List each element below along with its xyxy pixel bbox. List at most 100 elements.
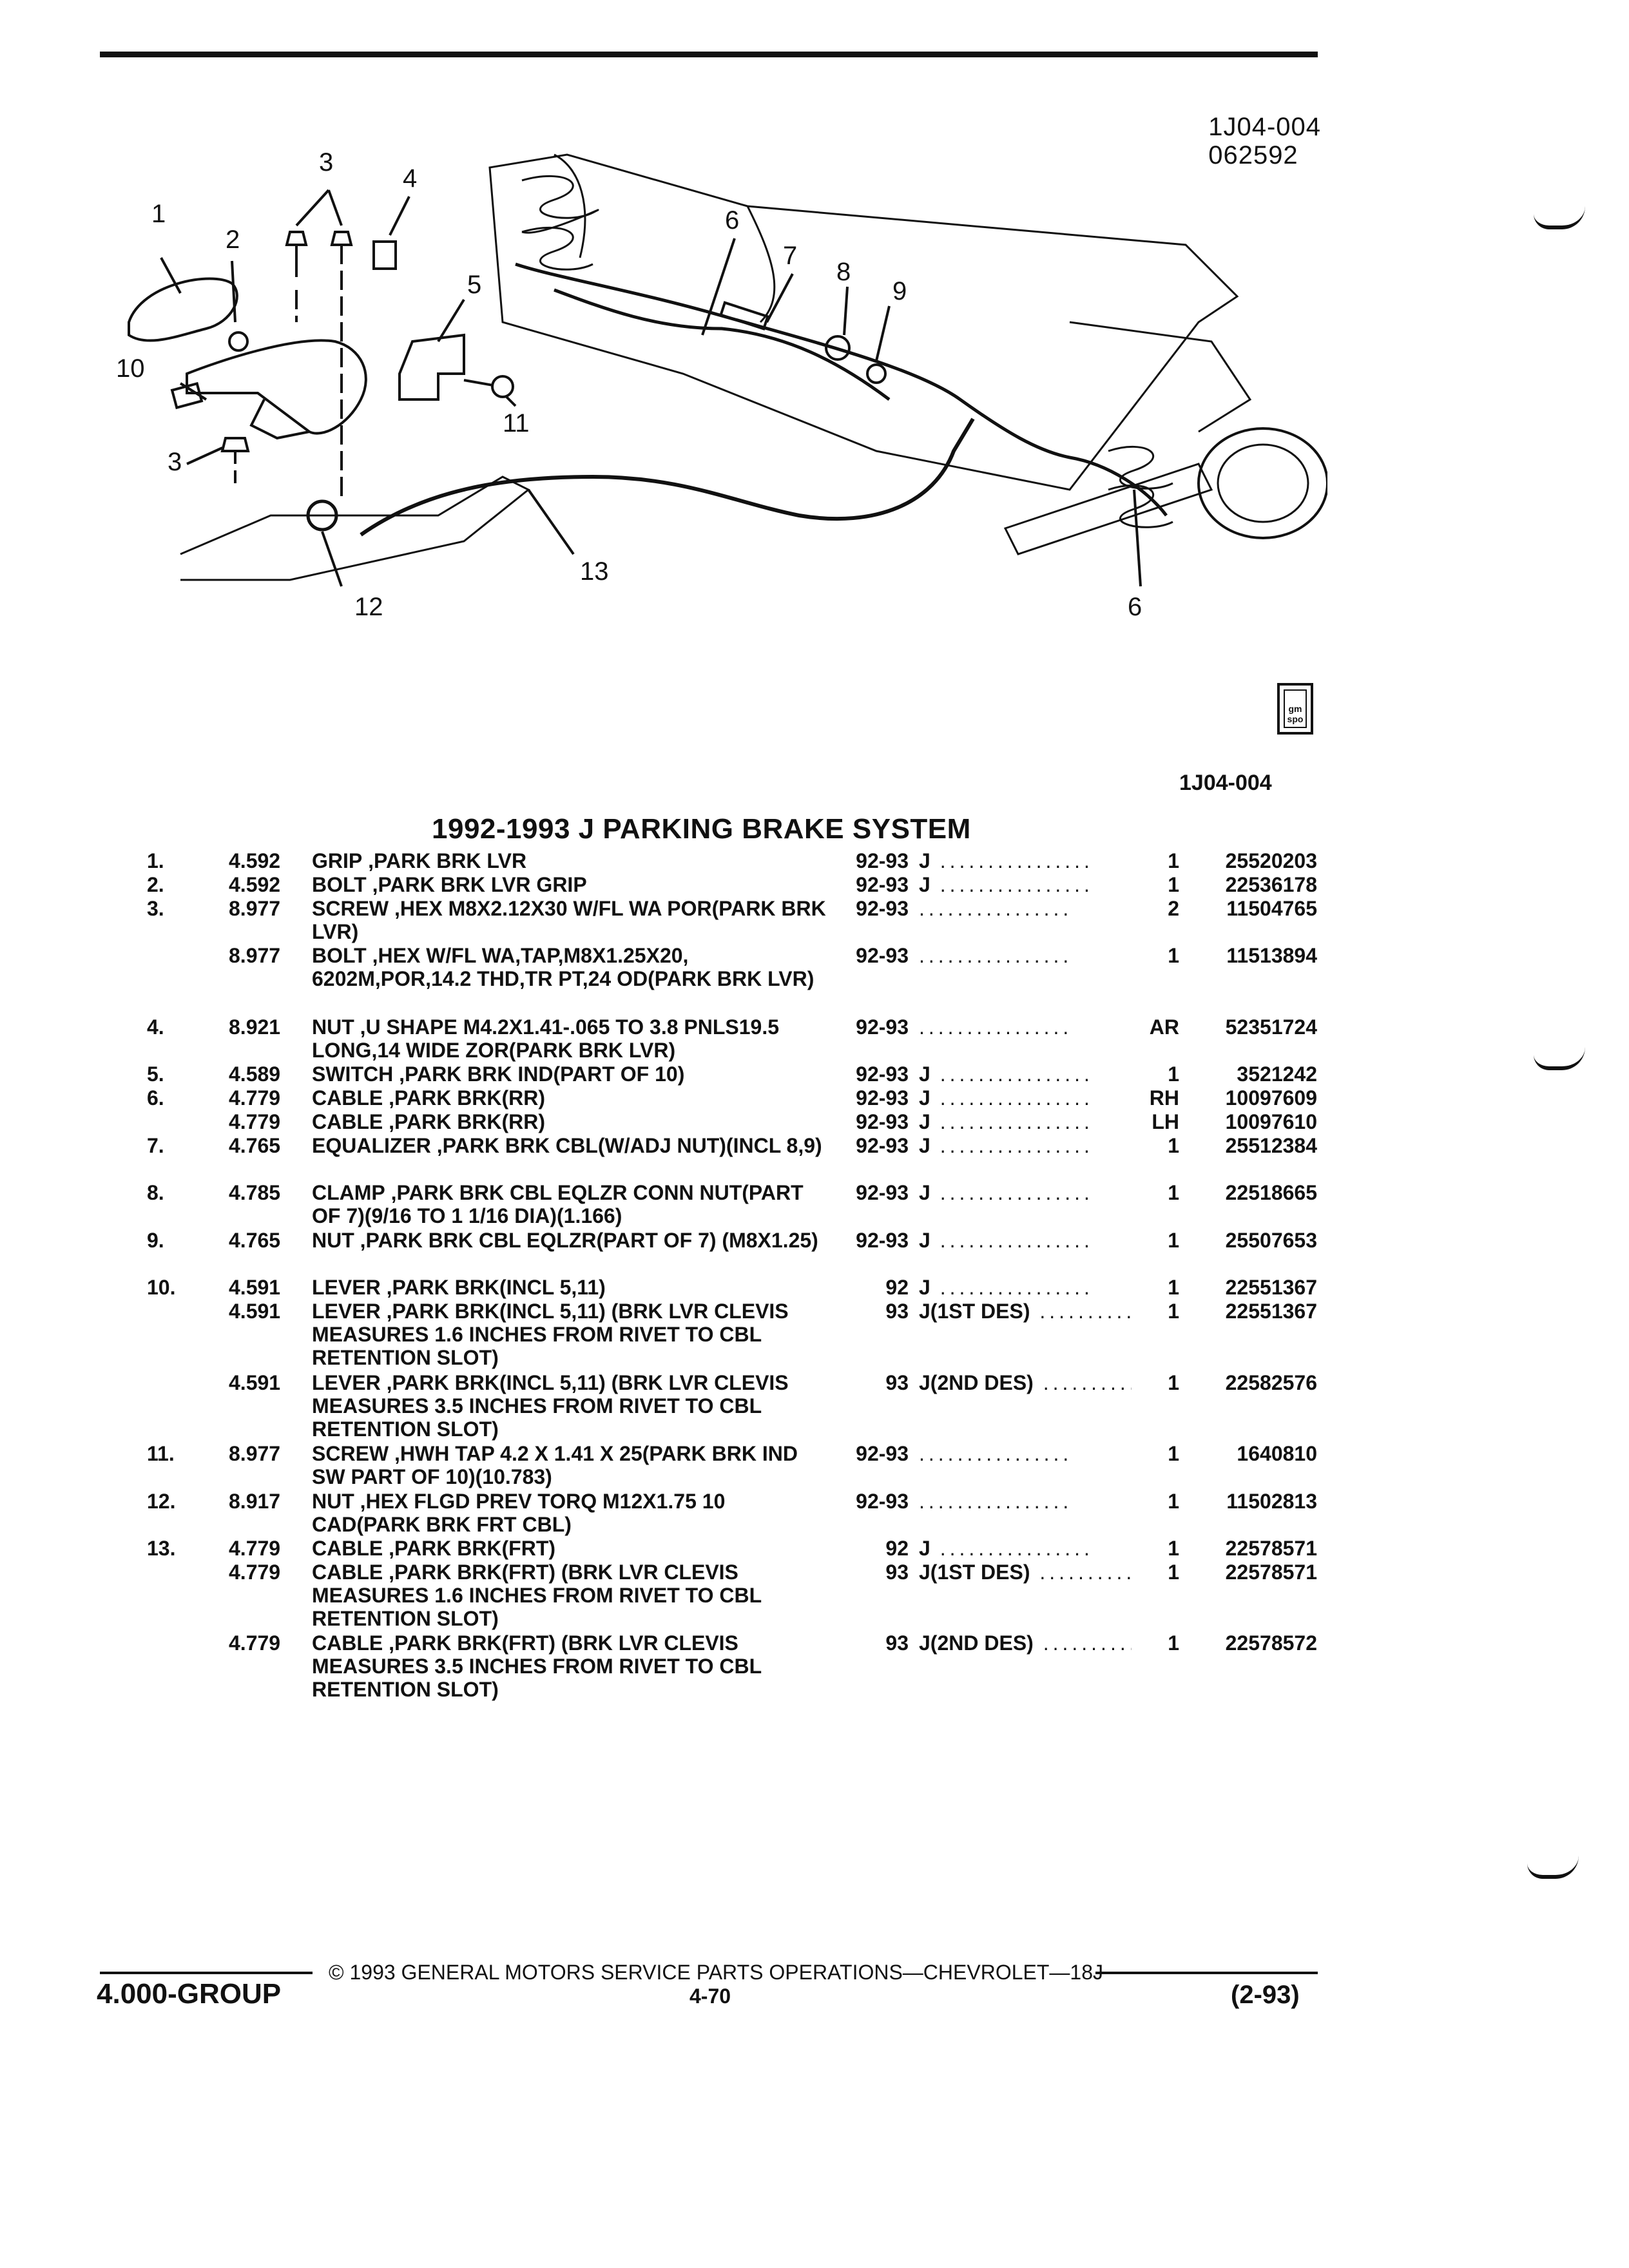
series-text: J	[919, 1276, 930, 1300]
model-years: 92-93	[856, 1062, 909, 1086]
part-description: CABLE ,PARK BRK(FRT) (BRK LVR CLEVIS MEA…	[312, 1561, 834, 1630]
part-description: BOLT ,HEX W/FL WA,TAP,M8X1.25X20, 6202M,…	[312, 944, 834, 990]
series-code: J(1ST DES) ................	[919, 1561, 1132, 1584]
part-description: BOLT ,PARK BRK LVR GRIP	[312, 873, 834, 896]
dot-leader: ................	[930, 872, 1094, 896]
part-description: CABLE ,PARK BRK(RR)	[312, 1110, 834, 1133]
dot-leader: ................	[919, 1442, 1073, 1465]
quantity: LH	[1152, 1110, 1179, 1133]
model-years: 92	[885, 1276, 909, 1300]
quantity: 1	[1168, 1489, 1179, 1513]
part-description: SCREW ,HEX M8X2.12X30 W/FL WA POR(PARK B…	[312, 897, 834, 943]
item-number: 2.	[147, 872, 164, 896]
footer-copyright: © 1993 GENERAL MOTORS SERVICE PARTS OPER…	[329, 1961, 1103, 1984]
part-detail: ,PARK BRK CBL(W/ADJ NUT)(INCL 8,9)	[430, 1133, 822, 1157]
series-text: J	[919, 1133, 930, 1157]
callout-3: 3	[319, 148, 333, 177]
part-description: SWITCH ,PARK BRK IND(PART OF 10)	[312, 1062, 834, 1086]
quantity: 1	[1168, 1631, 1179, 1655]
part-detail: ,HWH TAP 4.2 X 1.41 X 25(PARK BRK IND SW…	[312, 1442, 798, 1488]
series-code: J(2ND DES) ................	[919, 1371, 1132, 1394]
part-name: SCREW	[312, 896, 389, 920]
item-number: 13.	[147, 1537, 176, 1561]
part-detail: ,PARK BRK(FRT)	[383, 1537, 556, 1561]
group-number: 4.779	[229, 1086, 281, 1110]
quantity: RH	[1149, 1086, 1179, 1110]
callout-8: 8	[836, 258, 851, 286]
part-detail: ,U SHAPE M4.2X1.41-.065 TO 3.8 PNLS19.5 …	[312, 1015, 780, 1062]
series-code: ................	[919, 897, 1132, 920]
dot-leader: ................	[919, 944, 1073, 968]
series-text: J	[919, 849, 930, 872]
callout-5: 5	[467, 271, 481, 299]
part-name: NUT	[312, 1489, 354, 1513]
dot-leader: ................	[1043, 1631, 1132, 1655]
model-years: 93	[885, 1631, 909, 1655]
dot-leader: ................	[1039, 1300, 1132, 1323]
part-name: LEVER	[312, 1300, 381, 1323]
model-years: 92-93	[856, 872, 909, 896]
part-name: NUT	[312, 1228, 354, 1252]
callout-3-lower: 3	[168, 448, 182, 476]
footer-date: (2-93)	[1231, 1981, 1300, 2009]
item-number: 4.	[147, 1015, 164, 1039]
group-number: 4.779	[229, 1537, 281, 1561]
part-detail: ,PARK BRK(RR)	[383, 1086, 546, 1110]
part-number: 52351724	[1225, 1015, 1317, 1039]
series-text: J	[919, 1086, 930, 1110]
dot-leader: ................	[930, 1110, 1094, 1133]
series-code: J ................	[919, 1229, 1132, 1252]
item-number: 3.	[147, 896, 164, 920]
part-name: CABLE	[312, 1086, 383, 1110]
footer-group: 4.000-GROUP	[97, 1978, 282, 2010]
part-detail: ,HEX M8X2.12X30 W/FL WA POR(PARK BRK LVR…	[312, 896, 826, 943]
group-number: 8.921	[229, 1015, 281, 1039]
group-number: 8.977	[229, 944, 281, 968]
part-detail: ,PARK BRK(FRT) (BRK LVR CLEVIS MEASURES …	[312, 1561, 762, 1630]
callout-6-lower: 6	[1128, 593, 1142, 621]
part-description: EQUALIZER ,PARK BRK CBL(W/ADJ NUT)(INCL …	[312, 1134, 834, 1157]
part-detail: ,PARK BRK CBL EQLZR(PART OF 7) (M8X1.25)	[354, 1228, 818, 1252]
part-number: 10097609	[1225, 1086, 1317, 1110]
item-number: 1.	[147, 849, 164, 872]
series-code: J ................	[919, 1134, 1132, 1157]
group-number: 8.977	[229, 896, 281, 920]
series-text: J(2ND DES)	[919, 1370, 1034, 1394]
part-description: NUT ,HEX FLGD PREV TORQ M12X1.75 10 CAD(…	[312, 1490, 834, 1536]
series-text: J	[919, 1110, 930, 1133]
part-detail: ,PARK BRK LVR GRIP	[366, 872, 587, 896]
part-number: 25507653	[1225, 1228, 1317, 1252]
part-name: LEVER	[312, 1370, 381, 1394]
dot-leader: ................	[1043, 1370, 1132, 1394]
series-code: J ................	[919, 1086, 1132, 1110]
model-years: 92-93	[856, 896, 909, 920]
callout-11: 11	[503, 409, 530, 437]
group-number: 4.592	[229, 872, 281, 896]
series-code: J ................	[919, 849, 1132, 872]
model-years: 92-93	[856, 944, 909, 968]
quantity: 1	[1168, 1442, 1179, 1465]
series-text: J	[919, 1537, 930, 1561]
dot-leader: ................	[1039, 1561, 1132, 1584]
part-name: BOLT	[312, 944, 367, 968]
quantity: 1	[1168, 1300, 1179, 1323]
part-name: CABLE	[312, 1631, 383, 1655]
item-number: 8.	[147, 1181, 164, 1205]
item-number: 12.	[147, 1489, 176, 1513]
series-text: J(1ST DES)	[919, 1561, 1030, 1584]
quantity: 1	[1168, 1062, 1179, 1086]
group-number: 8.917	[229, 1489, 281, 1513]
part-number: 11504765	[1226, 896, 1317, 920]
quantity: 1	[1168, 1228, 1179, 1252]
part-detail: ,PARK BRK CBL EQLZR CONN NUT(PART OF 7)(…	[312, 1181, 804, 1228]
quantity: 1	[1168, 944, 1179, 968]
scan-mark	[1534, 206, 1585, 229]
series-text: J	[919, 1228, 930, 1252]
callout-6: 6	[725, 206, 739, 235]
series-code: J(1ST DES) ................	[919, 1300, 1132, 1323]
model-years: 92-93	[856, 1110, 909, 1133]
series-text: J(1ST DES)	[919, 1300, 1030, 1323]
item-number: 5.	[147, 1062, 164, 1086]
part-number: 25520203	[1225, 849, 1317, 872]
group-number: 4.765	[229, 1228, 281, 1252]
